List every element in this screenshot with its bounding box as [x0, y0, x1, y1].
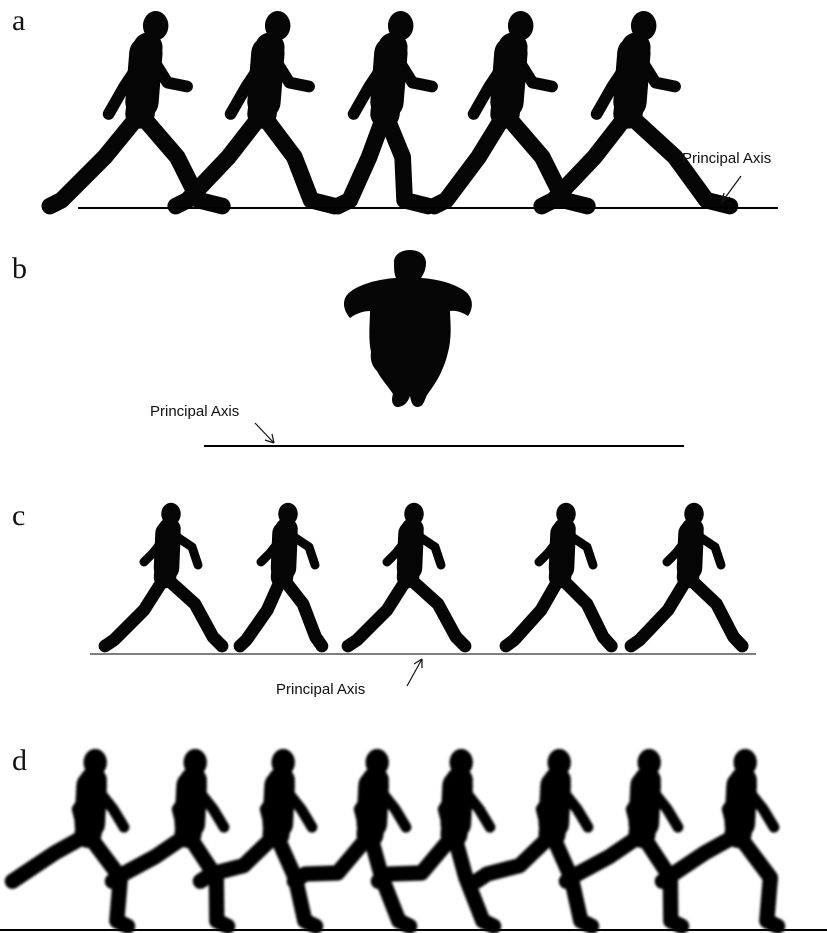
panel-c-axis-label: Principal Axis — [276, 681, 365, 698]
blurred-runner-silhouette-7 — [558, 748, 690, 933]
panel-b-frontal-walker — [343, 250, 472, 407]
panel-a-axis-label: Principal Axis — [682, 150, 771, 167]
runner-silhouette-2 — [233, 502, 329, 653]
walker-silhouette-3 — [329, 11, 438, 215]
walker-silhouette-4 — [426, 11, 596, 215]
panel-d-runners — [4, 748, 786, 933]
panel-c-letter: c — [12, 499, 25, 532]
panel-d-letter: d — [12, 744, 27, 777]
panel-b: b Principal Axis — [12, 250, 684, 447]
blurred-runner-silhouette-4 — [286, 748, 418, 933]
panel-b-letter: b — [12, 252, 27, 285]
runner-silhouette-3 — [341, 502, 472, 653]
blurred-runner-silhouette-1 — [4, 748, 136, 933]
panel-c: c Principal Axis — [12, 499, 756, 698]
panel-d: d — [0, 744, 827, 933]
panel-c-runners — [98, 502, 749, 653]
panel-c-arrow — [406, 658, 423, 687]
runner-silhouette-4 — [499, 502, 618, 653]
panel-a-letter: a — [12, 4, 25, 37]
panel-b-arrow — [254, 422, 275, 444]
panel-b-axis-label: Principal Axis — [150, 403, 239, 420]
panel-a: a Principal Axis — [12, 4, 778, 215]
blurred-runner-silhouette-8 — [654, 748, 786, 933]
walker-silhouette-1 — [41, 11, 231, 215]
walker-silhouette-5 — [533, 11, 739, 215]
panel-a-arrow — [721, 175, 742, 203]
panel-a-walkers — [41, 11, 739, 215]
blurred-runner-silhouette-5 — [370, 748, 502, 933]
blurred-runner-silhouette-3 — [192, 748, 324, 933]
blurred-runner-silhouette-2 — [104, 748, 236, 933]
runner-silhouette-1 — [98, 502, 229, 653]
runner-silhouette-5 — [624, 502, 749, 653]
blurred-runner-silhouette-6 — [468, 748, 600, 933]
walker-silhouette-2 — [167, 11, 343, 215]
